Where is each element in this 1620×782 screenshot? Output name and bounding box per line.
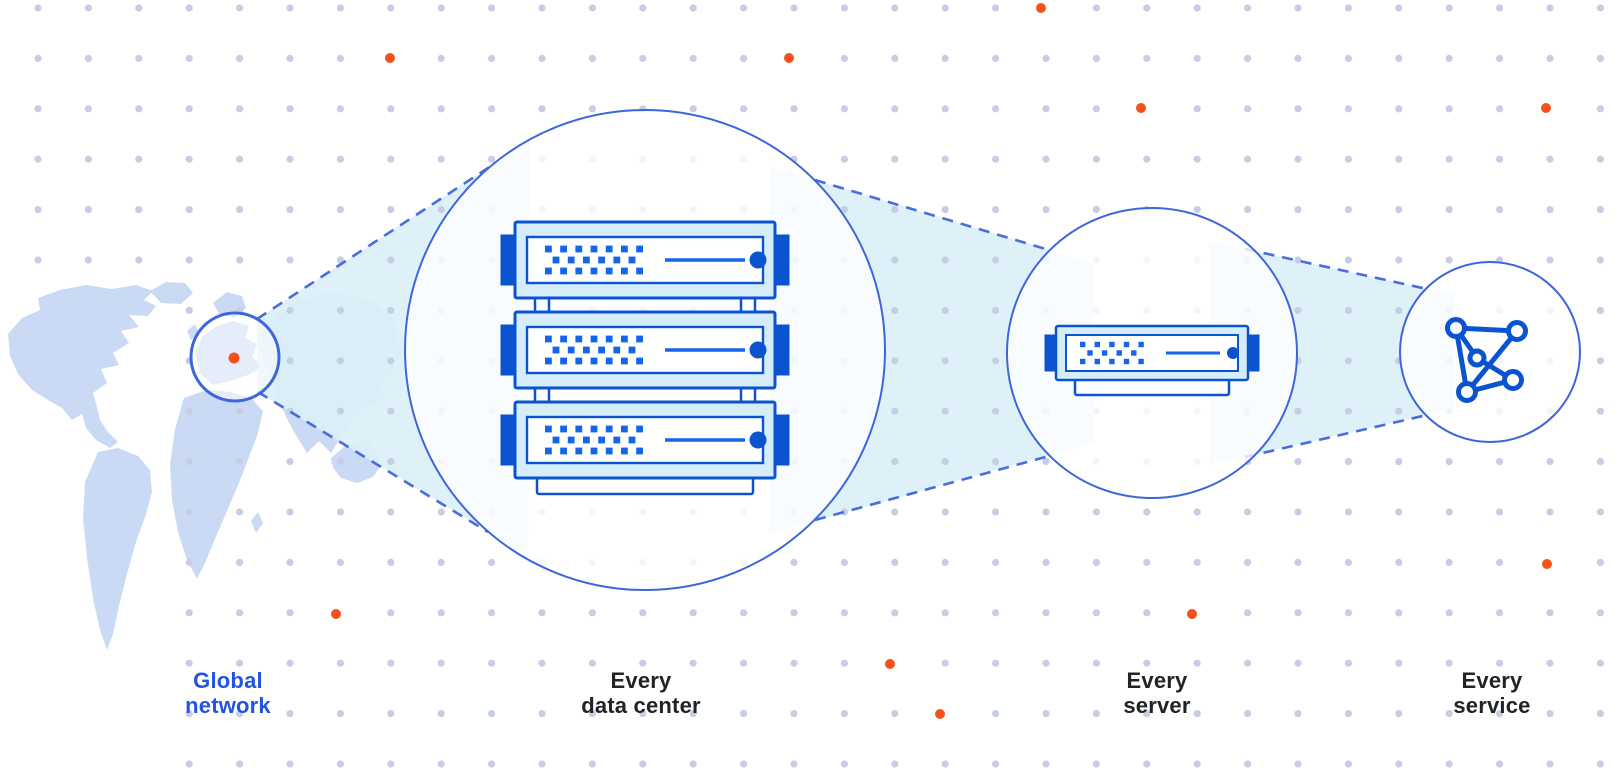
dashed-edge <box>1244 413 1428 459</box>
dashed-edge <box>1244 247 1428 291</box>
label-line: network <box>185 693 271 718</box>
graph-node-center <box>1467 348 1487 368</box>
label-every-server: Every server <box>1123 668 1190 718</box>
island-britain <box>187 324 199 340</box>
orange-accent-dot <box>1036 3 1046 13</box>
label-line: Every <box>1461 668 1523 693</box>
continent-north-america <box>8 285 156 448</box>
dashed-edge <box>814 454 1050 522</box>
graph-node <box>1445 317 1467 339</box>
orange-accent-dot <box>784 53 794 63</box>
label-line: Global <box>193 668 263 693</box>
orange-accent-dot <box>935 709 945 719</box>
stage-circle-every-service <box>1399 261 1581 443</box>
graph-node <box>1506 320 1528 342</box>
orange-accent-dot <box>1136 103 1146 113</box>
server-unit <box>500 310 790 390</box>
dashed-edge <box>814 178 1050 252</box>
graph-node <box>1456 381 1478 403</box>
label-line: data center <box>581 693 701 718</box>
server-unit <box>500 220 790 300</box>
graph-node <box>1502 369 1524 391</box>
label-line: Every <box>1126 668 1188 693</box>
network-graph-icon <box>1445 317 1528 403</box>
server-unit <box>1044 324 1260 382</box>
location-marker-dot <box>228 352 240 364</box>
orange-accent-dot <box>885 659 895 669</box>
orange-accent-dot <box>331 609 341 619</box>
server-stack-icon <box>500 220 790 496</box>
orange-accent-dot <box>1541 103 1551 113</box>
label-line: server <box>1123 693 1191 718</box>
orange-accent-dot <box>1542 559 1552 569</box>
label-global-network: Global network <box>185 668 271 718</box>
server-unit <box>500 400 790 480</box>
label-every-service: Every service <box>1453 668 1530 718</box>
orange-accent-dot <box>385 53 395 63</box>
beam-dashed-edges <box>256 164 1428 534</box>
orange-accent-dot <box>1187 609 1197 619</box>
dashed-edge <box>256 164 492 321</box>
continent-south-america <box>83 448 152 650</box>
island-madagascar <box>251 512 263 533</box>
dashed-edge <box>257 390 489 534</box>
continent-africa <box>170 390 263 579</box>
server-icon <box>1044 324 1260 397</box>
label-line: Every <box>610 668 672 693</box>
island-greenland <box>150 282 193 304</box>
label-line: service <box>1453 693 1531 718</box>
label-every-data-center: Every data center <box>581 668 701 718</box>
